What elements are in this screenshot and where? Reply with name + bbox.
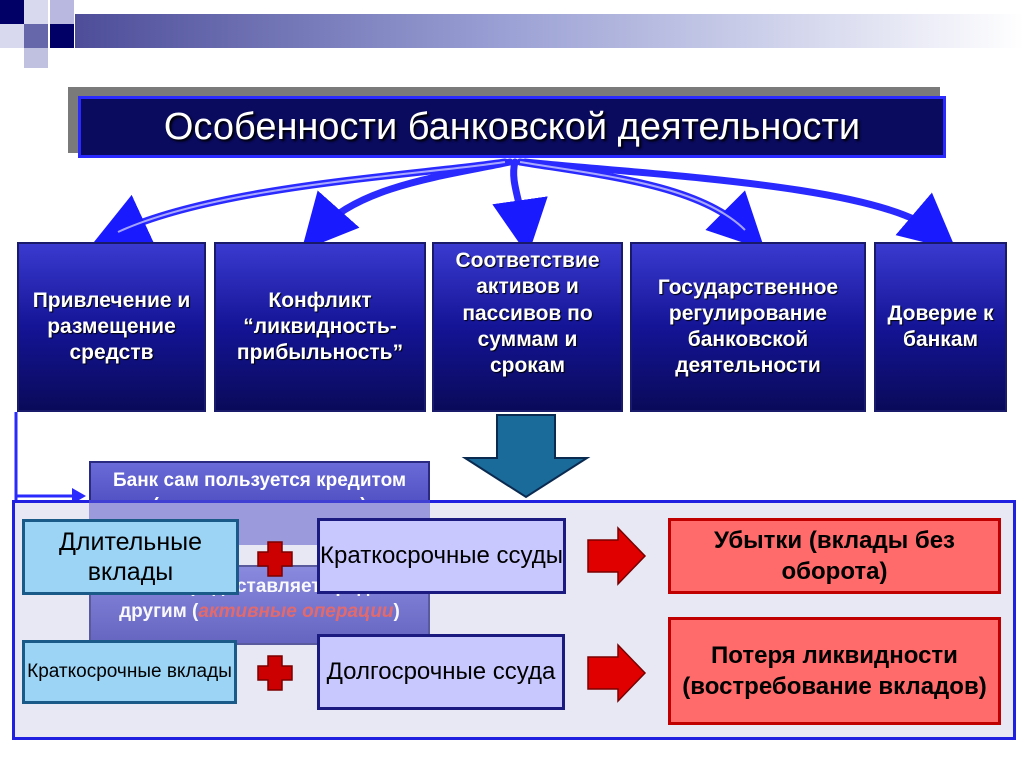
decor-square xyxy=(50,24,74,48)
right-arrow-icon xyxy=(587,643,647,703)
feature-box-regulation: Государственное регулирование банковской… xyxy=(630,242,866,412)
liquidity-loss-label: Потеря ликвидности (востребование вкладо… xyxy=(682,641,987,700)
header-bar xyxy=(75,14,1024,48)
decor-square xyxy=(50,0,74,24)
decor-square xyxy=(24,24,48,48)
long-deposits-label: Длительные вклады xyxy=(58,528,203,586)
plus-icon xyxy=(257,541,293,577)
decor-square xyxy=(0,0,24,24)
feature-label: Соответствие активов и пассивов по сумма… xyxy=(455,249,600,377)
long-loans-label: Долгосрочные ссуда xyxy=(326,658,556,685)
feature-label: Государственное регулирование банковской… xyxy=(657,275,839,378)
losses-box: Убытки (вклады без оборота) xyxy=(668,518,1001,594)
feature-box-matching: Соответствие активов и пассивов по сумма… xyxy=(432,242,623,412)
feature-label: Привлечение и размещение средств xyxy=(32,288,191,365)
plus-icon xyxy=(257,655,293,691)
decor-square xyxy=(24,0,48,24)
short-deposits-box: Краткосрочные вклады xyxy=(22,640,237,704)
diagram-title: Особенности банковской деятельности xyxy=(78,96,946,158)
curve-arrow-2 xyxy=(301,158,514,251)
losses-label: Убытки (вклады без оборота) xyxy=(714,526,955,585)
decor-square xyxy=(24,48,48,68)
feature-label: Конфликт “ликвидность-прибыльность” xyxy=(236,288,404,365)
feature-box-trust: Доверие к банкам xyxy=(874,242,1007,412)
feature-box-conflict: Конфликт “ликвидность-прибыльность” xyxy=(214,242,426,412)
long-loans-box: Долгосрочные ссуда xyxy=(317,634,565,710)
long-deposits-box: Длительные вклады xyxy=(22,519,239,595)
right-arrow-icon xyxy=(587,526,647,586)
feature-label: Доверие к банкам xyxy=(887,301,994,351)
big-down-arrow xyxy=(461,414,591,499)
liquidity-loss-box: Потеря ликвидности (востребование вкладо… xyxy=(668,617,1001,725)
feature-box-funds: Привлечение и размещение средств xyxy=(17,242,206,412)
short-loans-label: Краткосрочные ссуды xyxy=(320,542,563,569)
decor-square xyxy=(0,24,24,48)
credit-italic: активные операции xyxy=(198,600,394,622)
curve-arrow-5 xyxy=(521,158,957,251)
short-deposits-label: Краткосрочные вклады xyxy=(27,660,232,682)
curve-arrow-3 xyxy=(492,158,548,256)
short-loans-box: Краткосрочные ссуды xyxy=(317,518,566,594)
credit-text-end: ) xyxy=(393,600,400,622)
